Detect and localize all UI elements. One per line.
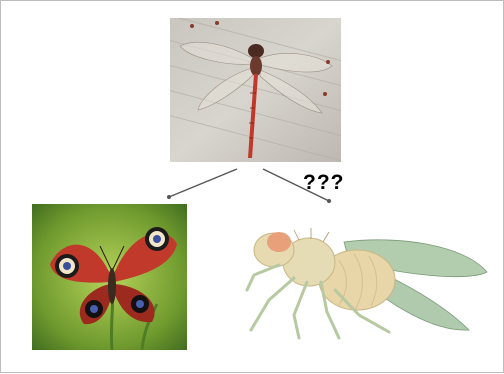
question-marks-label: ??? [303, 172, 344, 193]
arrow-to-butterfly [169, 169, 237, 197]
fruit-fly-illustration [239, 220, 490, 341]
dragonfly-photo [170, 18, 341, 162]
peacock-butterfly-photo [32, 204, 187, 350]
arrowhead-butterfly [167, 195, 171, 199]
arrowhead-fly [327, 199, 331, 203]
